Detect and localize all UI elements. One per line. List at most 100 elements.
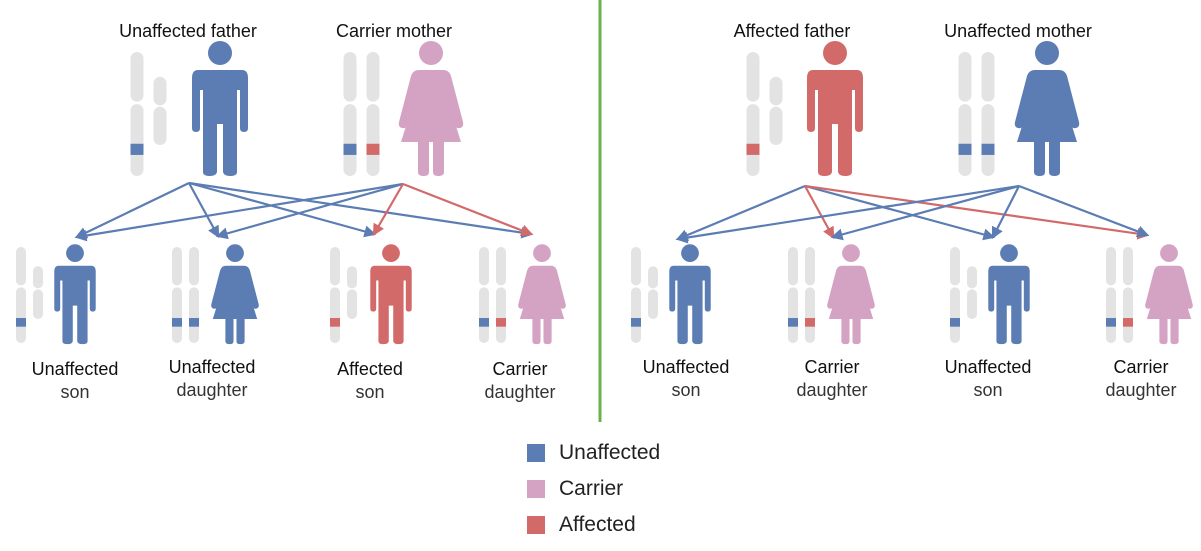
male-figure <box>988 244 1030 345</box>
inheritance-arrow <box>74 182 404 242</box>
female-figure <box>211 244 259 345</box>
female-figure <box>1145 244 1193 345</box>
allele-band <box>130 143 144 155</box>
head <box>226 244 244 263</box>
inheritance-arrow <box>1018 184 1150 238</box>
parent-label: Unaffected mother <box>944 21 1092 41</box>
head <box>1160 244 1178 263</box>
head <box>533 244 551 263</box>
inheritance-arrow <box>804 185 835 240</box>
inheritance-arrow <box>188 182 220 239</box>
allele-band <box>189 318 199 327</box>
chromosome <box>981 52 995 176</box>
parent-label: Unaffected father <box>119 21 257 41</box>
chromosome <box>788 247 798 343</box>
chromosome <box>189 247 199 343</box>
body <box>1145 265 1193 345</box>
chromosome <box>330 247 340 343</box>
chromosome <box>479 247 489 343</box>
legend-item-unaffected: Unaffected <box>527 435 660 471</box>
inheritance-arrow <box>804 184 1150 240</box>
allele-band <box>16 318 26 327</box>
head <box>842 244 860 263</box>
inheritance-arrow <box>991 185 1020 240</box>
chromosome <box>958 52 972 176</box>
chromosome <box>366 52 380 176</box>
female-figure <box>398 41 464 176</box>
body <box>398 70 464 176</box>
body <box>370 265 412 345</box>
allele-band <box>343 143 357 155</box>
head <box>1035 41 1059 65</box>
chromosome <box>172 247 182 343</box>
head <box>681 244 699 263</box>
body <box>827 265 875 345</box>
chromosome <box>16 247 26 343</box>
inheritance-arrow <box>74 182 190 239</box>
y-chromosome <box>153 76 167 145</box>
body <box>1014 70 1080 176</box>
y-chromosome <box>347 266 357 319</box>
allele-band <box>496 318 506 327</box>
inheritance-arrow <box>675 184 806 241</box>
body <box>988 265 1030 345</box>
allele-band <box>330 318 340 327</box>
legend-swatch-affected <box>527 516 545 534</box>
chromosome <box>130 52 144 176</box>
body <box>669 265 711 345</box>
body <box>211 265 259 345</box>
chromosome <box>950 247 960 343</box>
head <box>66 244 84 263</box>
body <box>518 265 566 345</box>
inheritance-arrow <box>372 183 404 237</box>
allele-band <box>950 318 960 327</box>
chromosome <box>805 247 815 343</box>
body <box>54 265 96 345</box>
allele-band <box>631 318 641 327</box>
female-figure <box>1014 41 1080 176</box>
legend-swatch-unaffected <box>527 444 545 462</box>
allele-band <box>172 318 182 327</box>
parent-label: Affected father <box>733 21 851 41</box>
inheritance-arrow <box>188 181 377 238</box>
y-chromosome <box>33 266 43 319</box>
head <box>382 244 400 263</box>
legend-item-affected: Affected <box>527 507 660 543</box>
inheritance-arrow <box>804 184 996 241</box>
body <box>192 70 248 176</box>
head <box>1000 244 1018 263</box>
male-figure <box>192 41 248 176</box>
legend-label: Unaffected <box>559 441 661 464</box>
y-chromosome <box>769 76 783 145</box>
y-chromosome <box>648 266 658 319</box>
y-chromosome <box>967 266 977 319</box>
head <box>208 41 232 65</box>
inheritance-arrow <box>215 182 404 240</box>
parent-label: Carrier mother <box>335 21 453 41</box>
male-figure <box>807 41 863 176</box>
head <box>823 41 847 65</box>
legend-label: Carrier <box>559 477 624 500</box>
chromosome <box>631 247 641 343</box>
male-figure <box>669 244 711 345</box>
male-figure <box>370 244 412 345</box>
chromosome <box>496 247 506 343</box>
female-figure <box>827 244 875 345</box>
chromosome <box>343 52 357 176</box>
body <box>807 70 863 176</box>
allele-band <box>1123 318 1133 327</box>
legend: Unaffected Carrier Affected <box>527 435 660 543</box>
allele-band <box>1106 318 1116 327</box>
allele-band <box>788 318 798 327</box>
chromosome <box>1123 247 1133 343</box>
inheritance-arrow <box>402 182 534 237</box>
legend-item-carrier: Carrier <box>527 471 660 507</box>
inheritance-arrow <box>188 181 534 239</box>
female-figure <box>518 244 566 345</box>
